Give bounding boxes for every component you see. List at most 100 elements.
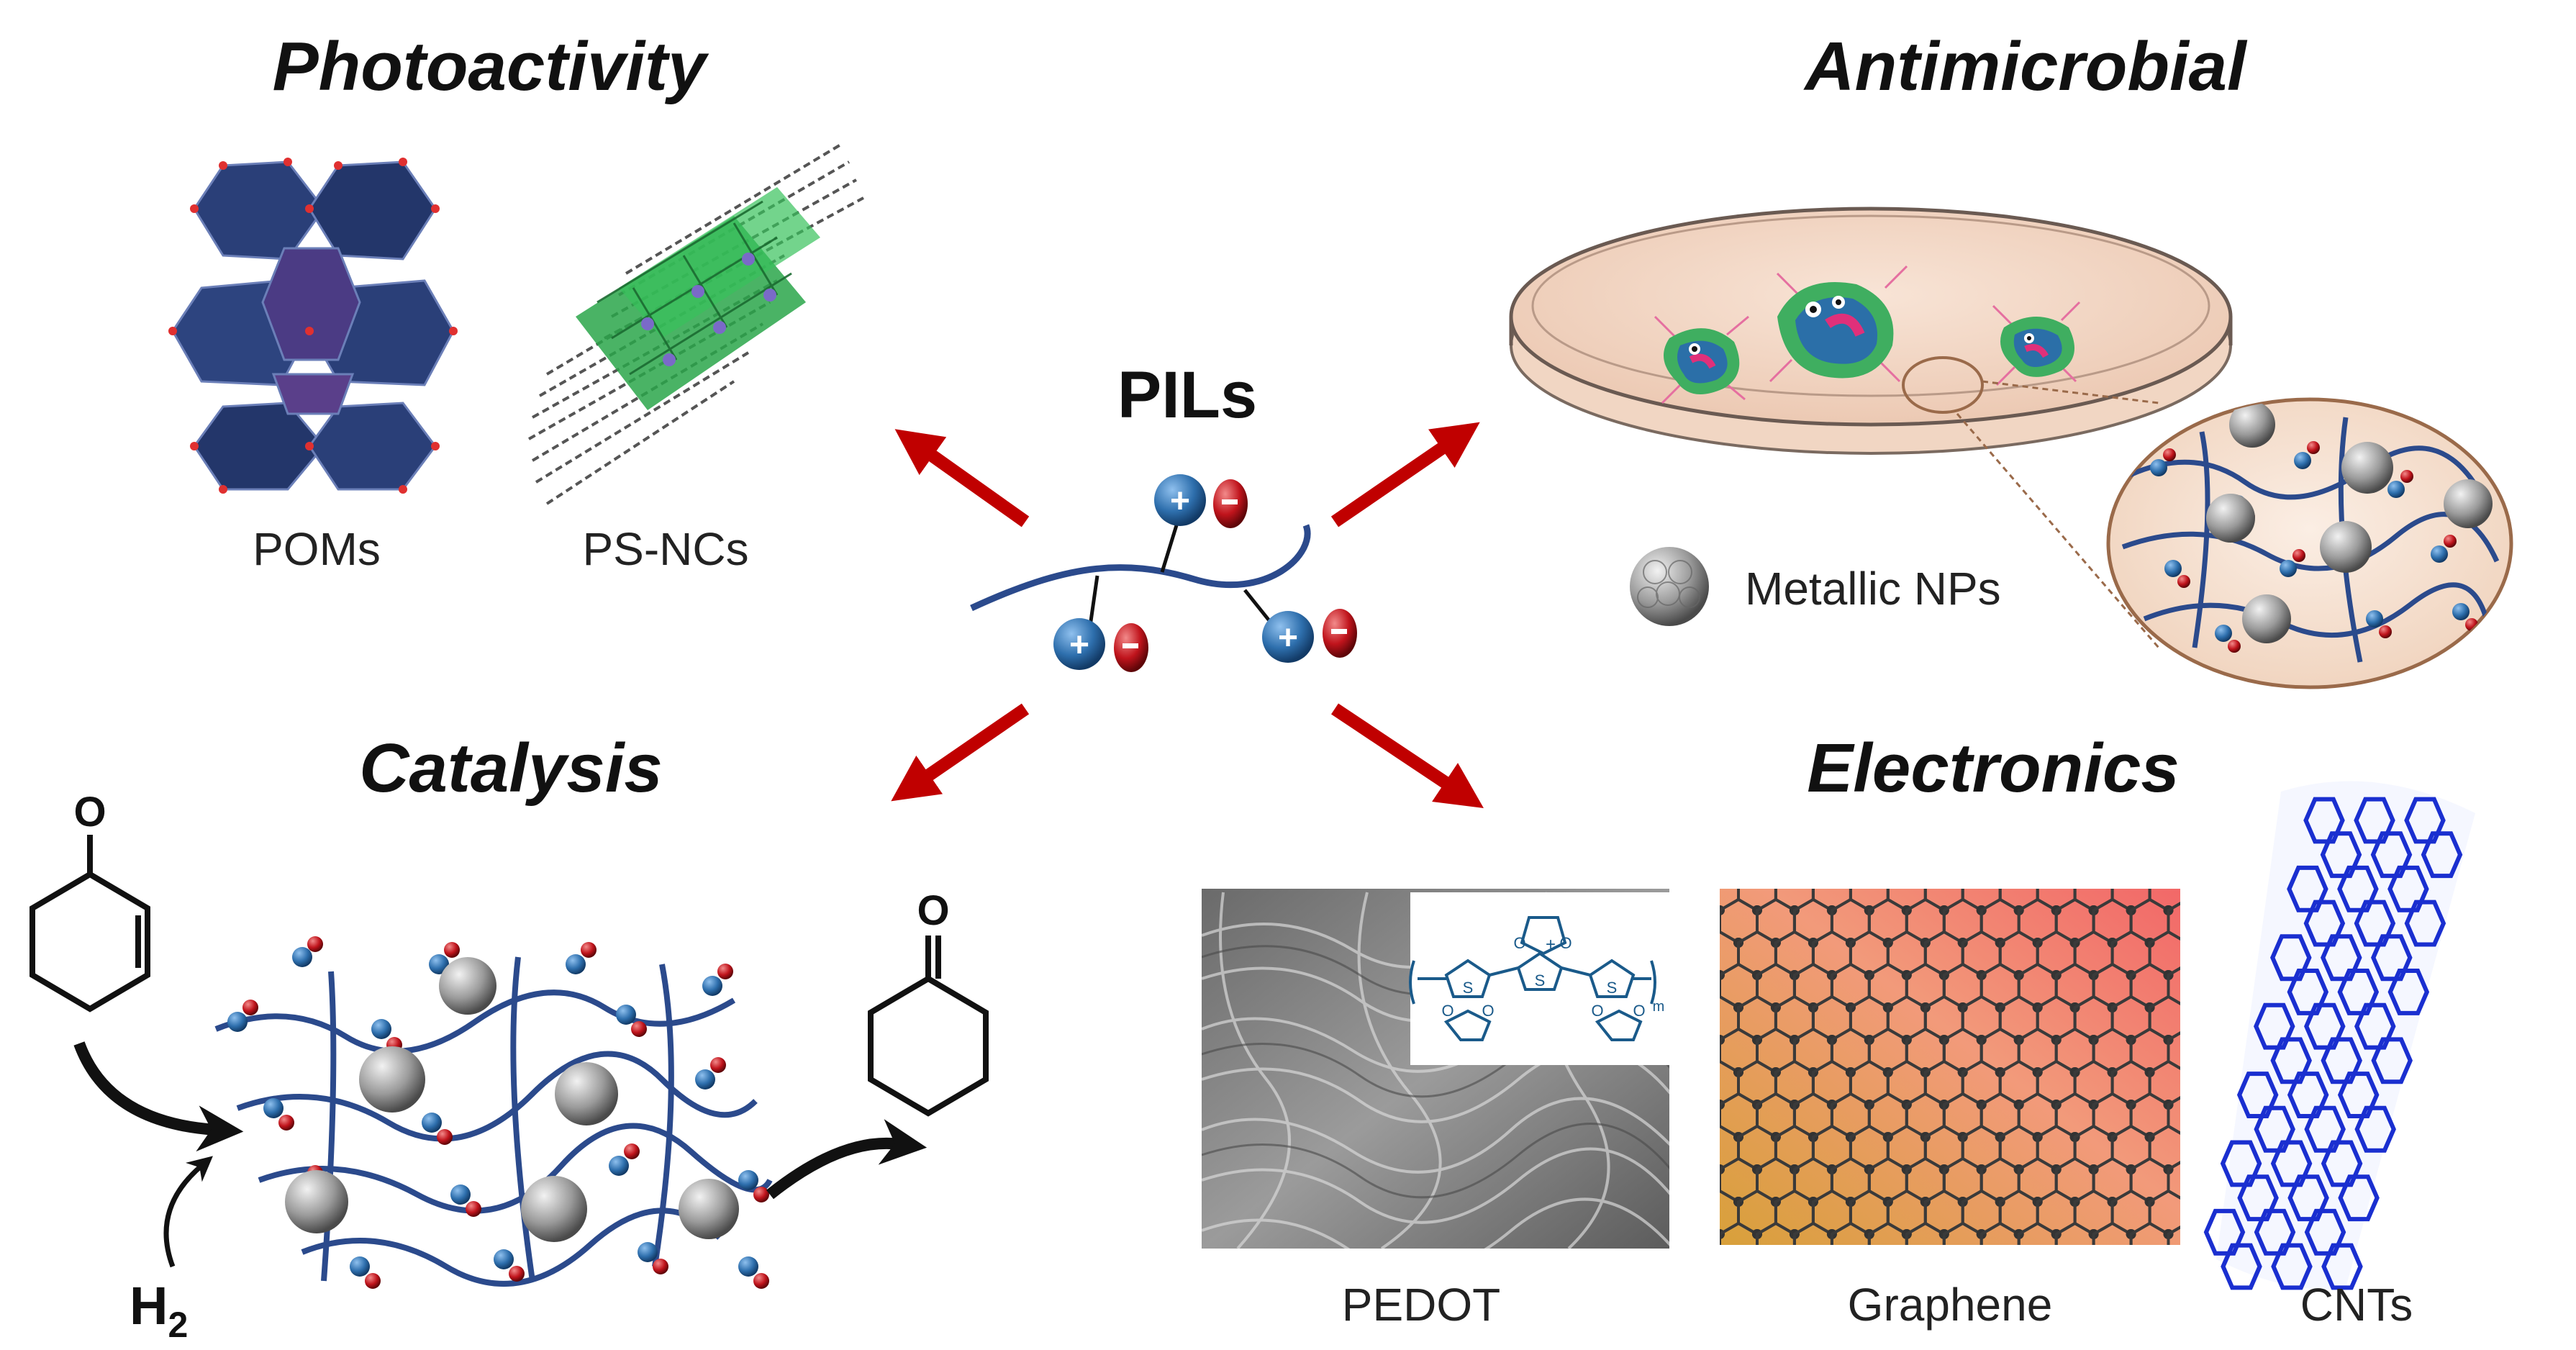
graphene-atom xyxy=(2182,1197,2192,1207)
cnt-hexagon xyxy=(2354,1002,2396,1050)
cnt-hexagon xyxy=(2371,1037,2413,1084)
graphene-atom xyxy=(2182,1261,2192,1272)
cnt-hexagon xyxy=(2337,969,2380,1015)
pils-center: PILs + + + xyxy=(891,358,1484,808)
cnt-hexagon xyxy=(2337,865,2379,912)
pom-label: POMs xyxy=(253,523,381,575)
graphene-hexagon xyxy=(2206,900,2244,943)
graphene-hexagon xyxy=(2187,997,2225,1040)
graphene-atom xyxy=(1733,873,1743,883)
graphene-atom xyxy=(2220,938,2230,948)
graphene-atom xyxy=(1808,1261,1818,1272)
cnt-hexagon xyxy=(2221,1243,2262,1290)
graphene-atom xyxy=(2182,1132,2192,1142)
metallic-np-icon xyxy=(1630,547,1709,626)
ion-pair-left: + xyxy=(1053,618,1148,672)
graphene-atom xyxy=(2182,1132,2192,1142)
graphene-atom xyxy=(1846,1261,1856,1272)
graphene-lattice xyxy=(1720,867,2249,1272)
graphene-atom xyxy=(2239,970,2249,980)
graphene-atom xyxy=(2201,1164,2211,1174)
graphene-hexagon xyxy=(1905,1221,1946,1245)
graphene-atom xyxy=(1733,1261,1743,1272)
graphene-atom xyxy=(1958,1261,1968,1272)
pom-structure xyxy=(168,158,458,494)
cnt-hexagon xyxy=(2254,1105,2295,1153)
graphene-atom xyxy=(2220,1132,2230,1142)
cnt-hexagon xyxy=(2271,1243,2313,1290)
graphene-atom xyxy=(2182,873,2192,883)
graphene-atom xyxy=(1808,873,1818,883)
pils-title: PILs xyxy=(1117,358,1257,432)
graphene-atom xyxy=(2220,938,2230,948)
cnt-hexagon xyxy=(2321,934,2362,982)
cnt-hexagon xyxy=(2370,831,2413,879)
graphene-atom xyxy=(2239,905,2249,915)
graphene-atom xyxy=(2201,970,2211,980)
cnt-hexagon xyxy=(2287,1072,2329,1118)
cnt-hexagon xyxy=(2254,1208,2296,1256)
graphene-atom xyxy=(2145,873,2155,883)
cnt-hexagon xyxy=(2387,865,2429,912)
cnt-hexagon xyxy=(2270,1037,2312,1084)
cyclohexenone xyxy=(30,835,150,1012)
red-arrows xyxy=(891,422,1484,808)
graphene-hexagon xyxy=(2187,867,2225,910)
cnt-hexagon xyxy=(2354,797,2395,844)
pedot-oxygen-3: O xyxy=(1513,934,1525,952)
pedot-oxygen-2: O xyxy=(1482,1002,1494,1020)
cnt-hexagon xyxy=(2304,1002,2346,1050)
bacterium-center xyxy=(1769,265,1908,383)
graphene-atom xyxy=(1920,1261,1931,1272)
graphene-hexagon xyxy=(2187,1061,2225,1105)
metallic-nps-label: Metallic NPs xyxy=(1745,563,2001,615)
graphene-atom xyxy=(2182,1002,2192,1012)
graphene-atom xyxy=(2201,1164,2211,1174)
ion-pair-top: + xyxy=(1154,474,1248,528)
cyclohexenone-oxygen: O xyxy=(73,789,106,835)
zoom-callout xyxy=(1902,356,2160,648)
arrow-to-antimicrobial xyxy=(1330,422,1480,527)
graphene-atom xyxy=(2201,905,2211,915)
graphene-hexagon xyxy=(2187,932,2225,975)
graphene-atom xyxy=(2201,1100,2211,1110)
graphene-atom xyxy=(1771,1261,1781,1272)
pedot-sulfur-1: S xyxy=(1463,979,1474,997)
cnt-hexagon xyxy=(2287,969,2329,1015)
graphene-atom xyxy=(2182,1197,2192,1207)
cnt-hexagon xyxy=(2237,1174,2279,1222)
ion-pair-right: + xyxy=(1262,609,1357,663)
graphene-atom xyxy=(2220,873,2230,883)
graphene-atom xyxy=(2220,1132,2230,1142)
catalysis-heading: Catalysis xyxy=(359,730,663,807)
cnt-hexagon xyxy=(2270,1140,2313,1187)
pedot-structure-inset: S S S + m O O O O O O xyxy=(1409,892,1669,1065)
electronics-heading: Electronics xyxy=(1807,730,2180,807)
cnt-hexagon xyxy=(2320,831,2362,879)
cnt-hexagon xyxy=(2287,865,2328,912)
pedot-oxygen-1: O xyxy=(1441,1002,1453,1020)
cnt-hexagon xyxy=(2304,1105,2346,1153)
cyclohexanone xyxy=(868,936,989,1117)
graphene-atom xyxy=(2201,1100,2211,1110)
cnt-hexagon xyxy=(2203,1208,2246,1256)
cnt-hexagon xyxy=(2338,1174,2380,1222)
cnt-hexagon xyxy=(2254,1002,2295,1050)
cyclohexanone-oxygen: O xyxy=(917,887,949,934)
pedot-charge: + xyxy=(1546,935,1556,954)
catalysis-arrow-in xyxy=(73,1041,244,1152)
graphene-atom xyxy=(2182,1067,2192,1077)
cnt-hexagon xyxy=(2337,1072,2380,1118)
graphene-hexagon xyxy=(1720,1221,1759,1245)
graphene-hexagon xyxy=(2017,1221,2058,1245)
graphene-hexagon xyxy=(2206,1029,2244,1072)
graphene-hexagon xyxy=(2129,1221,2170,1245)
graphene-atom xyxy=(1995,873,2005,883)
catalyst-ions xyxy=(227,936,769,1289)
cnt-hexagon xyxy=(2354,900,2396,947)
graphene-hexagon xyxy=(1830,1221,1871,1245)
graphene-atom xyxy=(2201,1035,2211,1045)
psnc-label: PS-NCs xyxy=(582,523,748,575)
graphene-hexagon xyxy=(1756,1221,1796,1245)
graphene-atom xyxy=(2220,1002,2230,1012)
